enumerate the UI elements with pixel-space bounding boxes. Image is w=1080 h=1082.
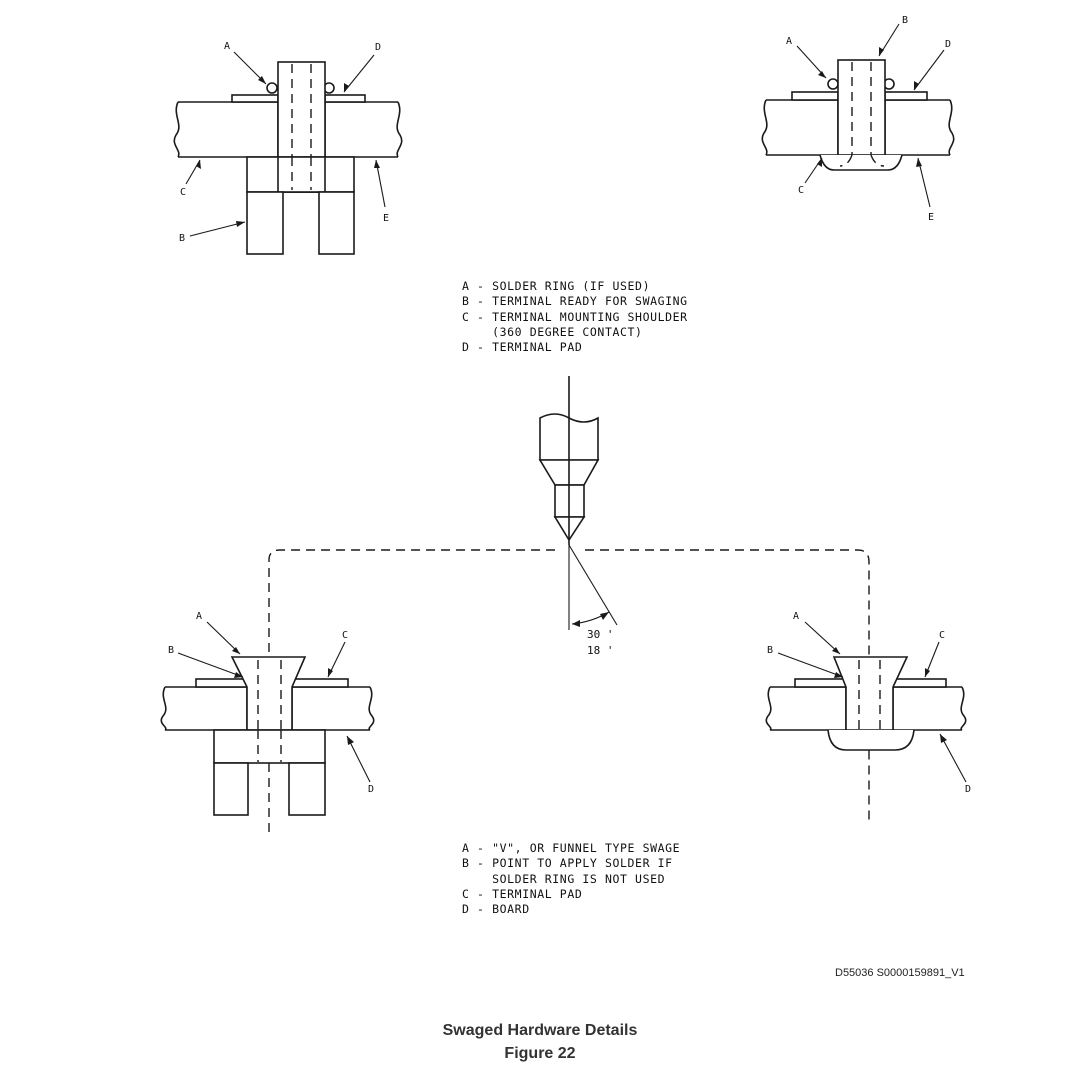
top-right-assembly bbox=[761, 23, 955, 208]
terminal-pad-right bbox=[291, 678, 349, 688]
reference-code: D55036 S0000159891_V1 bbox=[835, 967, 965, 979]
legend-line: C - TERMINAL PAD bbox=[462, 886, 583, 901]
terminal-pad-right bbox=[892, 678, 947, 688]
label-b-bottom-left: B bbox=[168, 645, 174, 656]
top-left-assembly bbox=[173, 51, 403, 255]
board-right bbox=[324, 101, 398, 158]
board-right bbox=[291, 686, 370, 731]
terminal-leg-left bbox=[213, 762, 249, 816]
legend-line: C - TERMINAL MOUNTING SHOULDER bbox=[462, 309, 688, 324]
board-left bbox=[178, 101, 279, 158]
board-break-left bbox=[173, 101, 180, 158]
label-a-bottom-left: A bbox=[196, 611, 202, 622]
label-d-bottom-left: D bbox=[368, 784, 374, 795]
funnel-swage bbox=[832, 656, 909, 731]
label-b-bottom-right: B bbox=[767, 645, 773, 656]
travel-path bbox=[268, 549, 870, 832]
funnel-swage bbox=[230, 656, 307, 731]
solder-ring-left bbox=[827, 78, 839, 90]
legend-line: D - TERMINAL PAD bbox=[462, 340, 583, 355]
angle-line-2: 18 ' bbox=[587, 644, 614, 657]
legend-line: SOLDER RING IS NOT USED bbox=[462, 871, 666, 886]
label-b-top-right: B bbox=[902, 15, 908, 26]
terminal-leg-left bbox=[246, 191, 284, 255]
label-d-top-left: D bbox=[375, 42, 381, 53]
legend-line: B - TERMINAL READY FOR SWAGING bbox=[462, 294, 688, 309]
angle-label: 30 ' 18 ' bbox=[587, 627, 614, 659]
figure-number: Figure 22 bbox=[504, 1045, 576, 1062]
label-e-top-right: E bbox=[928, 212, 934, 223]
swaging-tool bbox=[538, 376, 618, 630]
board-right bbox=[884, 99, 950, 156]
label-a-top-right: A bbox=[786, 36, 792, 47]
terminal-pad-right bbox=[324, 94, 366, 103]
terminal-pad-left bbox=[231, 94, 279, 103]
legend-line: B - POINT TO APPLY SOLDER IF bbox=[462, 856, 673, 871]
legend-line: A - "V", OR FUNNEL TYPE SWAGE bbox=[462, 841, 681, 855]
board-left bbox=[165, 686, 248, 731]
label-d-top-right: D bbox=[945, 39, 951, 50]
label-c-top-right: C bbox=[798, 185, 804, 196]
label-c-bottom-right: C bbox=[939, 630, 945, 641]
label-c-top-left: C bbox=[180, 187, 186, 198]
terminal-leg-right bbox=[288, 762, 326, 816]
label-a-bottom-right: A bbox=[793, 611, 799, 622]
board-left bbox=[770, 686, 847, 731]
terminal-pad-left bbox=[791, 91, 839, 101]
terminal-leg-right bbox=[318, 191, 355, 255]
board-right bbox=[892, 686, 962, 731]
top-legend: A - SOLDER RING (IF USED)B - TERMINAL RE… bbox=[462, 279, 688, 355]
terminal-shoulder bbox=[213, 729, 326, 764]
legend-line: A - SOLDER RING (IF USED) bbox=[462, 279, 651, 293]
terminal-pad-left bbox=[794, 678, 847, 688]
terminal-pad-left bbox=[195, 678, 248, 688]
swaged-flange bbox=[819, 154, 903, 171]
label-d-bottom-right: D bbox=[965, 784, 971, 795]
bottom-right-assembly bbox=[765, 621, 967, 783]
swaged-flange bbox=[827, 729, 915, 751]
board-break-right bbox=[396, 101, 403, 158]
label-c-bottom-left: C bbox=[342, 630, 348, 641]
board-left bbox=[766, 99, 839, 156]
label-e-top-left: E bbox=[383, 213, 389, 224]
legend-line: D - BOARD bbox=[462, 902, 530, 917]
solder-ring-left bbox=[266, 82, 278, 94]
bottom-left-assembly bbox=[160, 621, 375, 816]
legend-line: (360 DEGREE CONTACT) bbox=[462, 324, 643, 339]
angle-line-1: 30 ' bbox=[587, 628, 614, 641]
figure-title: Swaged Hardware Details bbox=[442, 1022, 638, 1039]
terminal-barrel bbox=[837, 59, 886, 156]
label-b-top-left: B bbox=[179, 233, 185, 244]
label-a-top-left: A bbox=[224, 41, 230, 52]
terminal-pad-right bbox=[884, 91, 928, 101]
